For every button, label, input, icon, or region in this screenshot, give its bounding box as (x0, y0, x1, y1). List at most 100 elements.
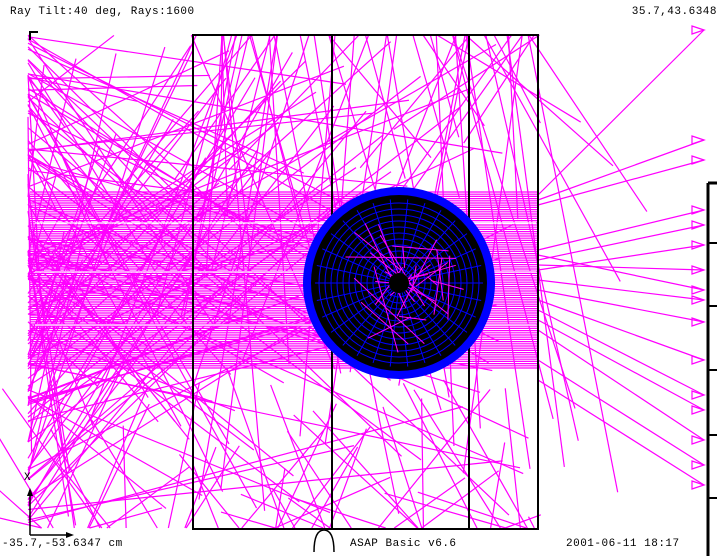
bro-logo (313, 529, 335, 553)
ray (90, 34, 238, 419)
lens-spoke (330, 233, 400, 284)
ray (270, 384, 326, 529)
ray-in-lens (354, 231, 401, 271)
ray-in-lens (402, 247, 406, 268)
ray (27, 110, 367, 521)
ray (27, 259, 84, 392)
ray (27, 145, 245, 279)
ray (0, 517, 42, 529)
ray (100, 34, 197, 239)
ray (27, 91, 317, 276)
ray-in-lens (369, 252, 449, 315)
ray (174, 34, 276, 180)
ray (527, 516, 535, 529)
detector-ticks (706, 181, 717, 556)
ray (537, 379, 705, 486)
lens-spoke (372, 282, 400, 364)
ray-arrowhead (691, 265, 706, 275)
ray (27, 148, 408, 187)
ray (27, 264, 95, 428)
ray (27, 75, 421, 379)
ray-arrowhead (691, 480, 706, 490)
ray (27, 96, 402, 457)
ray-in-lens (345, 256, 457, 259)
ray (27, 243, 300, 480)
ray (506, 34, 565, 468)
ray (27, 363, 213, 402)
ray (393, 34, 540, 130)
corner-mark (29, 31, 38, 40)
ray (27, 34, 279, 263)
ray (421, 398, 425, 529)
ray (422, 34, 485, 127)
ray (537, 224, 705, 261)
ray (382, 406, 423, 529)
software-version-label: ASAP Basic v6.6 (350, 538, 457, 550)
ray-arrowhead (691, 285, 706, 295)
ray (27, 205, 122, 443)
ray-arrowhead (691, 295, 706, 305)
lens-spoke (342, 220, 400, 284)
ray (27, 198, 315, 317)
ray (27, 105, 106, 199)
ray (27, 154, 93, 197)
ray (537, 329, 705, 441)
lens-spoke (398, 282, 426, 364)
ray-in-lens (447, 255, 451, 320)
ray (27, 64, 45, 198)
ray (106, 466, 190, 529)
lens-spoke (342, 282, 400, 346)
ray (27, 116, 33, 452)
ray (27, 174, 31, 259)
ray (226, 367, 285, 529)
lens-spoke (356, 210, 400, 284)
ray (27, 157, 207, 471)
ray (27, 121, 279, 311)
ray (537, 309, 705, 396)
ray (56, 462, 111, 529)
ray (436, 34, 582, 123)
ray (167, 382, 200, 529)
ray (27, 165, 255, 257)
logo-arc (313, 529, 335, 553)
ray (364, 34, 406, 179)
ray (507, 34, 519, 220)
ray (27, 49, 194, 391)
ray (27, 80, 282, 360)
ray (209, 34, 271, 275)
ray (250, 34, 305, 239)
ray (268, 34, 290, 365)
ray (27, 149, 258, 519)
ray (537, 209, 705, 251)
ray (27, 62, 162, 282)
ray (241, 427, 327, 529)
ray (537, 359, 705, 466)
ray (413, 389, 501, 529)
lens-spoke (398, 202, 426, 284)
ray-arrowhead (691, 205, 706, 215)
ray-in-lens (353, 277, 425, 345)
ray (537, 254, 705, 291)
ray (27, 59, 219, 267)
lens-spoke (389, 199, 400, 284)
ray-arrowhead (691, 405, 706, 415)
ray (412, 34, 460, 198)
ray-in-lens (415, 262, 448, 287)
ray (537, 319, 705, 411)
ray (27, 36, 347, 85)
ray (27, 93, 258, 509)
ray (50, 428, 101, 529)
ray (393, 477, 466, 529)
ray (87, 385, 149, 529)
ray (452, 34, 576, 409)
ray (537, 244, 705, 271)
ray-arrowhead (691, 220, 706, 230)
ray (537, 139, 705, 201)
ray (199, 34, 243, 221)
axis-arrows (27, 31, 74, 538)
ray (228, 34, 360, 171)
ray (527, 34, 619, 493)
ray-arrowhead (691, 435, 706, 445)
ray (27, 199, 342, 507)
ray (240, 493, 324, 529)
